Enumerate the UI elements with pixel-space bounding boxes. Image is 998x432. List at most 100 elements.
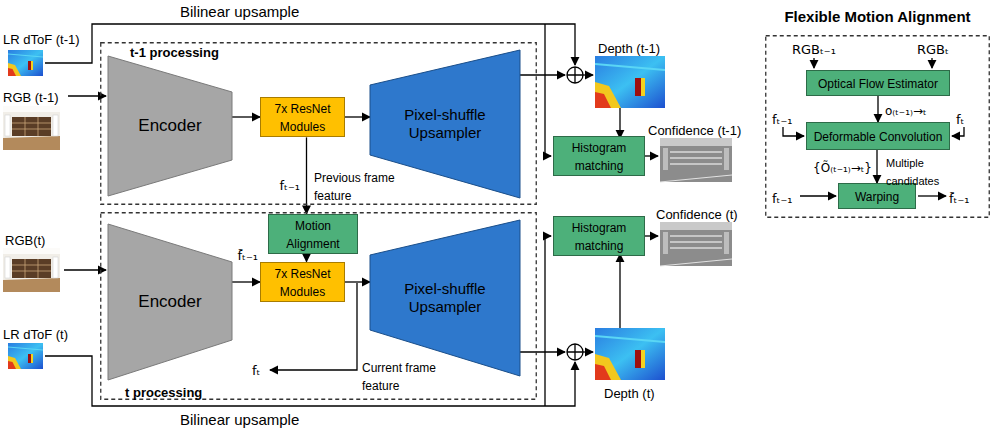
- resnet-box: 7x ResNet Modules: [260, 97, 345, 138]
- box-label: Encoder: [138, 116, 201, 135]
- wire: [645, 155, 658, 156]
- box-label: Deformable Convolution: [814, 130, 943, 144]
- wire: [520, 351, 565, 352]
- frame-title: t-1 processing: [130, 45, 219, 60]
- math-label: f̃ₜ₋₁: [949, 191, 969, 206]
- wire: [545, 236, 551, 406]
- label-holder: Confidence (t-1): [648, 121, 741, 139]
- text-label: Current frame feature: [362, 361, 436, 393]
- text-holder: Pixel-shuffle Upsampler: [390, 106, 500, 143]
- text-holder: 7x ResNet Modules: [264, 99, 341, 136]
- connector: [306, 137, 307, 213]
- process-box: Motion Alignment: [268, 214, 358, 255]
- confidence-image: [660, 138, 732, 182]
- frame-title: t processing: [125, 385, 202, 400]
- text-holder: Histogram matching: [557, 218, 641, 255]
- box-label: Optical Flow Estimator: [818, 77, 938, 91]
- rgb-image: [3, 248, 60, 292]
- wires: [45, 24, 964, 406]
- encoder-outline: [108, 224, 232, 380]
- label-holder: RGB (t-1): [3, 88, 59, 106]
- text-label: Depth (t-1): [598, 41, 660, 56]
- wire: [583, 74, 593, 75]
- input-arrow: [952, 127, 964, 136]
- processing-frame-outline: [101, 213, 537, 400]
- encoder-outline: [108, 56, 232, 196]
- box-label: Pixel-shuffle Upsampler: [404, 280, 485, 315]
- upsampler-outline: [370, 220, 520, 376]
- text-holder: Optical Flow Estimator: [818, 74, 938, 92]
- box-label: 7x ResNet Modules: [274, 102, 330, 134]
- wire: [645, 235, 658, 236]
- text-label: Bilinear upsample: [180, 411, 299, 428]
- label-holder: {Õ₍ₜ₋₁₎→ₜ}: [813, 158, 872, 176]
- box-label: Histogram matching: [572, 141, 627, 173]
- process-box: Histogram matching: [553, 136, 645, 177]
- process-box: Histogram matching: [553, 216, 645, 257]
- input-arrow: [800, 195, 836, 196]
- text-holder: Motion Alignment: [272, 216, 354, 253]
- text-holder: Histogram matching: [557, 138, 641, 175]
- processing-frame: t processing Motion AlignmentEncoder 7x Re…: [100, 212, 537, 400]
- wire: [619, 108, 620, 138]
- input-arrow: [783, 127, 804, 136]
- math-label: fₜ: [252, 363, 260, 378]
- label-holder: f̃ₜ₋₁: [238, 246, 258, 264]
- label-holder: fₜ: [956, 110, 964, 128]
- upsampler: Pixel-shuffle Upsampler: [370, 220, 520, 376]
- label-holder: o₍ₜ₋₁₎→ₜ: [885, 101, 927, 119]
- label-holder: fₜ₋₁: [772, 189, 792, 207]
- label-holder: RGBₜ: [917, 40, 949, 58]
- box-label: Warping: [855, 190, 899, 204]
- frame-title: Flexible Motion Alignment: [784, 8, 970, 25]
- connector: [232, 116, 260, 117]
- label-holder: Previous frame feature: [314, 168, 402, 205]
- label-holder: Multiple candidates: [886, 153, 948, 190]
- process-box: Optical Flow Estimator: [806, 70, 950, 96]
- box-label: Histogram matching: [572, 221, 627, 253]
- box-label: 7x ResNet Modules: [274, 267, 330, 299]
- label-holder: fₜ: [252, 361, 260, 379]
- text-holder: Encoder: [138, 116, 201, 136]
- text-holder: t-1 processing: [130, 43, 219, 61]
- text-holder: Warping: [855, 187, 899, 205]
- input-arrow: [813, 58, 814, 68]
- math-label: fₜ₋₁: [772, 112, 792, 127]
- connector: [345, 281, 370, 282]
- text-label: Bilinear upsample: [180, 3, 299, 20]
- label-holder: fₜ₋₁: [772, 110, 792, 128]
- label-holder: LR dToF (t-1): [3, 30, 80, 48]
- math-label: RGBₜ₋₁: [792, 42, 836, 57]
- text-label: Depth (t): [604, 386, 655, 401]
- label-holder: f̃ₜ₋₁: [949, 189, 969, 207]
- text-holder: Encoder: [138, 292, 201, 312]
- label-holder: Depth (t-1): [598, 39, 660, 57]
- lr-dtof-image: [8, 50, 43, 76]
- math-label: fₜ₋₁: [772, 191, 792, 206]
- text-holder: Deformable Convolution: [814, 127, 943, 145]
- box-label: Motion Alignment: [286, 219, 339, 251]
- math-label: f̃ₜ₋₁: [238, 248, 258, 263]
- text-label: RGB (t-1): [3, 90, 59, 105]
- text-label: Previous frame feature: [314, 171, 395, 203]
- label-holder: Current frame feature: [362, 358, 450, 395]
- math-label: fₜ: [956, 112, 964, 127]
- connector: [876, 150, 877, 183]
- label-holder: Confidence (t): [656, 205, 738, 223]
- wire: [520, 74, 565, 75]
- text-holder: Flexible Motion Alignment: [765, 8, 990, 26]
- wire: [619, 254, 620, 328]
- wire: [545, 24, 551, 156]
- label-holder: fₜ₋₁: [280, 176, 300, 194]
- depth-image: [595, 56, 665, 108]
- connector: [232, 281, 260, 282]
- text-holder: Pixel-shuffle Upsampler: [390, 280, 500, 317]
- input-arrow: [931, 58, 932, 68]
- lr-dtof-image: [8, 343, 43, 369]
- label-holder: RGB(t): [5, 231, 45, 249]
- label-holder: Bilinear upsample: [180, 411, 299, 429]
- confidence-image: [660, 222, 732, 266]
- box-label: Pixel-shuffle Upsampler: [404, 106, 485, 141]
- processing-frame-outline: [101, 43, 537, 205]
- text-label: LR dToF (t-1): [3, 32, 80, 47]
